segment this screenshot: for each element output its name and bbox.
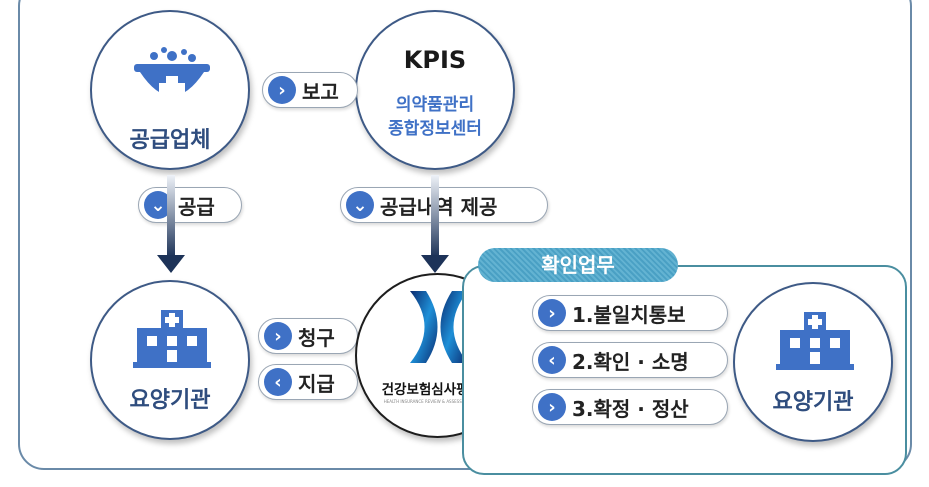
kpis-subtitle-line2: 종합정보센터 bbox=[388, 119, 482, 139]
history-arrow-shaft bbox=[431, 175, 439, 257]
supplier-label: 공급업체 bbox=[129, 128, 211, 153]
supplier-node: 공급업체 bbox=[90, 10, 250, 170]
supply-history-edge: ⌄ 공급내역 제공 bbox=[340, 187, 548, 223]
chevron-left-icon: ‹ bbox=[264, 368, 292, 396]
chevron-right-icon: › bbox=[264, 322, 292, 350]
kpis-subtitle-line1: 의약품관리 bbox=[395, 95, 475, 115]
clinic-right-label: 요양기관 bbox=[772, 390, 854, 415]
claim-edge: › 청구 bbox=[258, 318, 358, 354]
hospital-icon bbox=[133, 310, 211, 368]
history-arrow-head bbox=[421, 255, 449, 273]
clinic-left-label: 요양기관 bbox=[129, 388, 211, 413]
verification-step-label: 1.불일치통보 bbox=[572, 302, 686, 327]
report-edge: › 보고 bbox=[262, 72, 358, 108]
chevron-right-icon: › bbox=[268, 76, 296, 104]
payment-label: 지급 bbox=[298, 371, 335, 396]
kpis-node: KPIS 의약품관리 종합정보센터 bbox=[355, 10, 515, 170]
payment-edge: ‹ 지급 bbox=[258, 364, 358, 400]
verification-step-1: › 1.불일치통보 bbox=[532, 295, 728, 331]
hira-sublabel: HEALTH INSURANCE REVIEW & ASSESSMENT SER… bbox=[383, 399, 492, 404]
clinic-right-node: 요양기관 bbox=[733, 282, 893, 442]
supply-label: 공급 bbox=[178, 194, 215, 219]
kpis-title: KPIS bbox=[403, 46, 467, 74]
chevron-right-icon: › bbox=[538, 299, 566, 327]
chevron-right-icon: › bbox=[538, 393, 566, 421]
supply-arrow-shaft bbox=[167, 175, 175, 257]
report-label: 보고 bbox=[302, 79, 339, 104]
supply-edge: ⌄ 공급 bbox=[138, 187, 242, 223]
outer-frame bbox=[18, 0, 912, 470]
hira-logo-icon bbox=[410, 291, 468, 363]
verification-step-label: 2.확인 · 소명 bbox=[572, 349, 689, 374]
verification-step-2: ‹ 2.확인 · 소명 bbox=[532, 342, 728, 378]
hospital-icon bbox=[776, 312, 854, 370]
clinic-left-node: 요양기관 bbox=[90, 280, 250, 440]
verification-step-3: › 3.확정 · 정산 bbox=[532, 389, 728, 425]
claim-label: 청구 bbox=[298, 325, 335, 350]
chevron-down-icon: ⌄ bbox=[346, 191, 374, 219]
verification-step-label: 3.확정 · 정산 bbox=[572, 396, 689, 421]
mortar-pestle-icon bbox=[134, 47, 210, 102]
chevron-left-icon: ‹ bbox=[538, 346, 566, 374]
supply-arrow-head bbox=[157, 255, 185, 273]
verification-title: 확인업무 bbox=[478, 248, 678, 282]
